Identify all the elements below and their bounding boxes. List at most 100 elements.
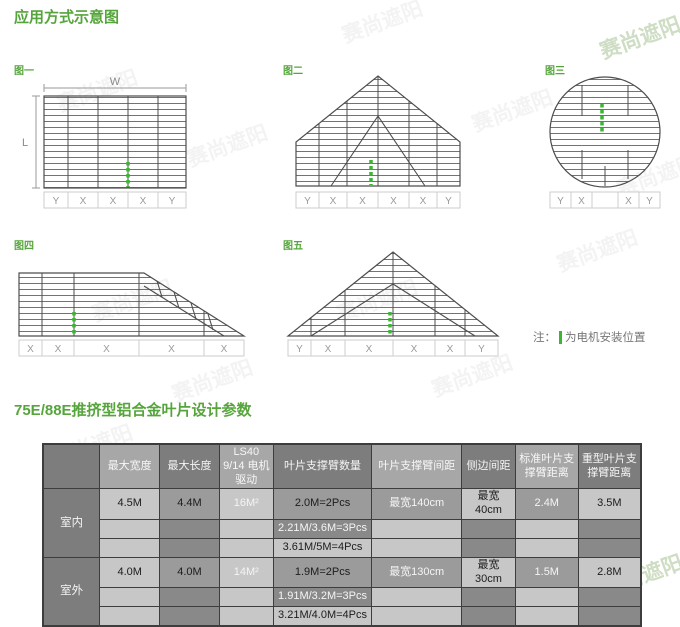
table-row: 2.21M/3.6M=3Pcs (43, 518, 642, 539)
outdoor-arm-count-3: 3.21M/4.0M=4Pcs (272, 606, 373, 627)
table-cell (218, 606, 274, 627)
table-row: 1.91M/3.2M=3Pcs (43, 587, 642, 608)
page-title: 应用方式示意图 (14, 9, 120, 26)
column-label: X (366, 344, 373, 355)
column-label: X (110, 196, 117, 207)
column-label: Y (169, 196, 176, 207)
width-dim-label: W (110, 76, 121, 88)
design-parameters-table: 最大宽度 最大长度 LS40 9/14 电机驱动 叶片支撑臂数量 叶片支撑臂间距… (42, 443, 642, 627)
indoor-heavy-dist: 3.5M (577, 488, 642, 520)
table-cell (99, 518, 161, 539)
table-cell (514, 587, 579, 608)
outdoor-arm-spacing: 最宽130cm (371, 556, 463, 589)
table-cell (99, 606, 161, 627)
table-cell (577, 587, 642, 608)
column-label: Y (296, 344, 303, 355)
table-cell (159, 606, 220, 627)
table-cell (218, 537, 274, 558)
outdoor-motor-area: 14M² (218, 556, 274, 589)
figure-5-label: 图五 (283, 241, 303, 252)
table-cell (218, 518, 274, 539)
column-label: Y (478, 344, 485, 355)
column-label: Y (304, 196, 311, 207)
indoor-standard-dist: 2.4M (514, 488, 579, 520)
note-text: 为电机安装位置 (565, 332, 646, 344)
table-cell (99, 537, 161, 558)
table-title: 75E/88E推挤型铝合金叶片设计参数 (14, 402, 252, 419)
column-label: Y (445, 196, 452, 207)
figure-2-label: 图二 (283, 66, 303, 77)
outdoor-heavy-dist: 2.8M (577, 556, 642, 589)
table-cell (461, 606, 516, 627)
table-cell (514, 518, 579, 539)
table-row: 3.61M/5M=4Pcs (43, 537, 642, 558)
table-cell (461, 518, 516, 539)
table-cell (577, 606, 642, 627)
header-empty (42, 443, 101, 490)
figure-5-diagram: Y X X X X Y (286, 251, 500, 357)
table-cell (577, 518, 642, 539)
watermark: 赛尚遮阳 (597, 13, 680, 64)
figure-1-label: 图一 (14, 66, 34, 77)
indoor-arm-count-3: 3.61M/5M=4Pcs (272, 537, 373, 558)
column-label: Y (53, 196, 60, 207)
table-cell (371, 587, 463, 608)
outdoor-max-width: 4.0M (99, 556, 161, 589)
indoor-arm-count-2: 2.21M/3.6M=3Pcs (272, 518, 373, 539)
indoor-arm-count-1: 2.0M=2Pcs (272, 488, 373, 520)
column-label: X (330, 196, 337, 207)
column-label: X (411, 344, 418, 355)
table-row: 室外 4.0M 4.0M 14M² 1.9M=2Pcs 最宽130cm 最宽30… (42, 556, 642, 627)
figure-1-diagram: W L Y X X X Y (22, 76, 187, 209)
header-side-spacing: 侧边间距 (461, 443, 516, 490)
header-standard-dist: 标准叶片支撑臂距离 (514, 443, 579, 490)
column-label: X (55, 344, 62, 355)
motor-marker-legend-icon (559, 330, 562, 344)
table-cell (159, 587, 220, 608)
column-label: X (168, 344, 175, 355)
table-cell (218, 587, 274, 608)
outdoor-arm-count-2: 1.91M/3.2M=3Pcs (272, 587, 373, 608)
column-label: X (221, 344, 228, 355)
figure-3-label: 图三 (545, 66, 565, 77)
motor-note: 注： 为电机安装位置 (533, 329, 646, 345)
figure-3-diagram: Y X X Y (549, 76, 661, 209)
column-label: Y (646, 196, 653, 207)
outdoor-side-spacing: 最宽30cm (461, 556, 516, 589)
table-cell (159, 537, 220, 558)
table-row: 3.21M/4.0M=4Pcs (43, 606, 642, 627)
figure-4-label: 图四 (14, 241, 34, 252)
watermark: 赛尚遮阳 (554, 226, 641, 277)
column-label: X (420, 196, 427, 207)
indoor-max-length: 4.4M (159, 488, 220, 520)
header-row: 最大宽度 最大长度 LS40 9/14 电机驱动 叶片支撑臂数量 叶片支撑臂间距… (42, 443, 642, 490)
table-cell (514, 606, 579, 627)
column-label: X (27, 344, 34, 355)
indoor-max-width: 4.5M (99, 488, 161, 520)
outdoor-max-length: 4.0M (159, 556, 220, 589)
outdoor-standard-dist: 1.5M (514, 556, 579, 589)
outdoor-arm-count-1: 1.9M=2Pcs (272, 556, 373, 589)
column-label: X (80, 196, 87, 207)
table-cell (99, 587, 161, 608)
column-label: X (325, 344, 332, 355)
table-cell (371, 606, 463, 627)
table-cell (371, 537, 463, 558)
header-max-width: 最大宽度 (99, 443, 161, 490)
length-dim-label: L (22, 137, 28, 149)
header-heavy-dist: 重型叶片支撑臂距离 (577, 443, 642, 490)
watermark: 赛尚遮阳 (339, 0, 426, 48)
table-cell (514, 537, 579, 558)
header-motor-drive: LS40 9/14 电机驱动 (218, 443, 274, 490)
figure-2-diagram: Y X X X X Y (295, 75, 461, 209)
note-prefix: 注： (533, 332, 556, 344)
column-label: Y (557, 196, 564, 207)
table-cell (461, 587, 516, 608)
table-cell (577, 537, 642, 558)
table-cell (159, 518, 220, 539)
table-cell (461, 537, 516, 558)
column-label: X (578, 196, 585, 207)
row-label-outdoor: 室外 (42, 556, 101, 627)
column-label: X (140, 196, 147, 207)
table-row: 室内 4.5M 4.4M 16M² 2.0M=2Pcs 最宽140cm 最宽40… (42, 488, 642, 558)
